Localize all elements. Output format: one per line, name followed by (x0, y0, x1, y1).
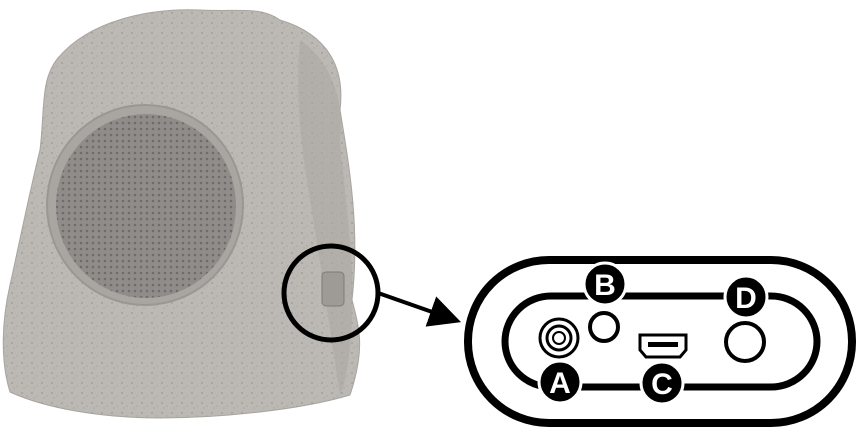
port-label-c: C (651, 368, 673, 401)
label-badge-b: B (584, 263, 626, 305)
label-badge-a: A (539, 361, 581, 403)
port-label-b: B (594, 269, 616, 302)
side-port-panel (322, 272, 344, 306)
power-button-icon (726, 323, 764, 361)
port-panel-detail: A B C D (468, 260, 852, 423)
rock-speaker (3, 10, 359, 418)
port-label-a: A (549, 367, 571, 400)
label-badge-d: D (725, 276, 767, 318)
label-badge-c: C (641, 362, 683, 404)
indicator-light-icon (590, 313, 618, 341)
port-label-d: D (735, 282, 757, 315)
micro-usb-contacts (648, 342, 678, 347)
speaker-grille (56, 114, 236, 298)
arrow-right-icon (378, 293, 455, 320)
audio-jack-core (553, 332, 565, 344)
